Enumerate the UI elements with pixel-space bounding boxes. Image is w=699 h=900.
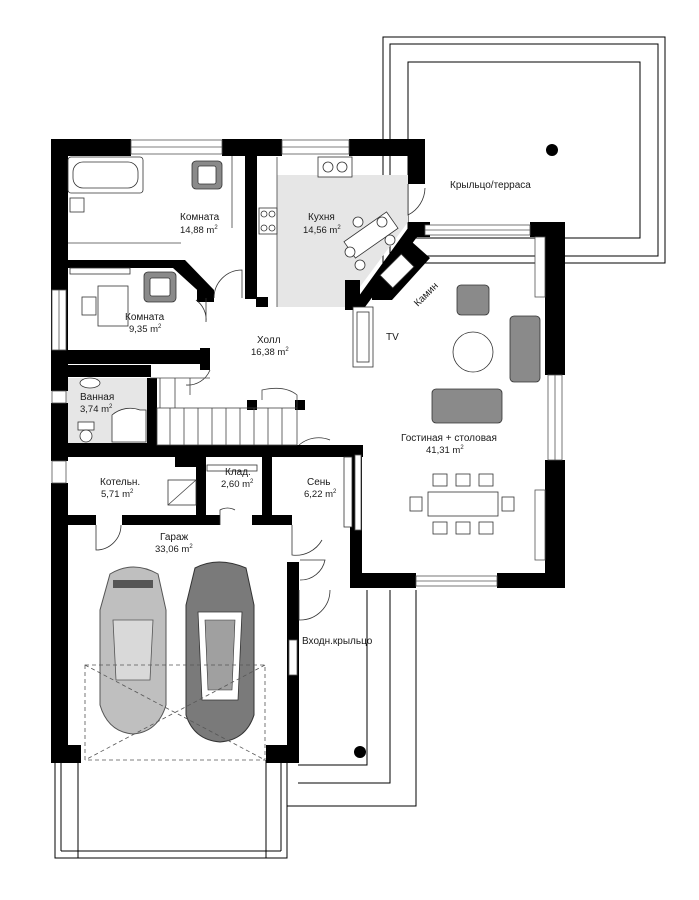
furniture bbox=[67, 156, 541, 535]
kitchen-name: Кухня bbox=[308, 212, 335, 223]
sink-icon bbox=[317, 156, 353, 178]
desk-icon bbox=[97, 285, 129, 327]
interior-walls bbox=[51, 139, 430, 525]
storage-area: 2,60 m2 bbox=[221, 479, 254, 490]
room1-name: Комната bbox=[180, 212, 220, 223]
storage-name: Клад. bbox=[225, 467, 251, 478]
stove-icon bbox=[258, 207, 278, 235]
vestibule-area: 6,22 m2 bbox=[304, 489, 337, 500]
boiler-area: 5,71 m2 bbox=[101, 489, 134, 500]
vestibule-name: Сень bbox=[307, 477, 331, 488]
driveway-outline bbox=[54, 760, 288, 859]
sofa-icon bbox=[431, 388, 503, 424]
doors bbox=[95, 184, 426, 621]
room1-area: 14,88 m2 bbox=[180, 225, 218, 236]
armchair-icon bbox=[191, 160, 223, 190]
entrance-porch-name: Входн.крыльцо bbox=[302, 636, 373, 647]
car-icon bbox=[99, 566, 167, 735]
column-icon bbox=[354, 746, 366, 758]
coffee-table-icon bbox=[452, 331, 494, 373]
hall-area: 16,38 m2 bbox=[251, 347, 289, 358]
kitchen-floor bbox=[277, 175, 408, 307]
exterior-walls bbox=[51, 139, 565, 763]
living-name: Гостиная + столовая bbox=[401, 433, 497, 444]
room2-area: 9,35 m2 bbox=[129, 324, 162, 335]
kitchen-area: 14,56 m2 bbox=[303, 225, 341, 236]
porch-terrace-name: Крыльцо/терраса bbox=[450, 180, 531, 191]
column-icon bbox=[546, 144, 558, 156]
dining-table-icon bbox=[409, 473, 515, 535]
armchair-icon bbox=[456, 284, 490, 316]
hall-name: Холл bbox=[257, 335, 281, 346]
toilet-icon bbox=[77, 421, 95, 443]
entrance-porch-outline bbox=[287, 590, 417, 807]
shower-icon bbox=[111, 407, 147, 443]
cars bbox=[84, 561, 266, 761]
dining-table-icon bbox=[343, 211, 399, 271]
living-area: 41,31 m2 bbox=[426, 445, 464, 456]
tv-name: TV bbox=[386, 332, 399, 343]
windows bbox=[51, 139, 563, 676]
armchair-icon bbox=[143, 271, 177, 303]
fireplace-name: Камин bbox=[412, 281, 441, 310]
garage-name: Гараж bbox=[160, 532, 189, 543]
sofa-icon bbox=[509, 315, 541, 383]
stairs bbox=[150, 377, 298, 446]
bathroom-area: 3,74 m2 bbox=[80, 404, 113, 415]
room2-name: Комната bbox=[125, 312, 165, 323]
garage-area: 33,06 m2 bbox=[155, 544, 193, 555]
fireplace-icon bbox=[379, 253, 415, 289]
washbasin-icon bbox=[79, 377, 101, 389]
boiler-name: Котельн. bbox=[100, 477, 140, 488]
bathroom-name: Ванная bbox=[80, 392, 114, 403]
car-icon bbox=[185, 561, 255, 743]
